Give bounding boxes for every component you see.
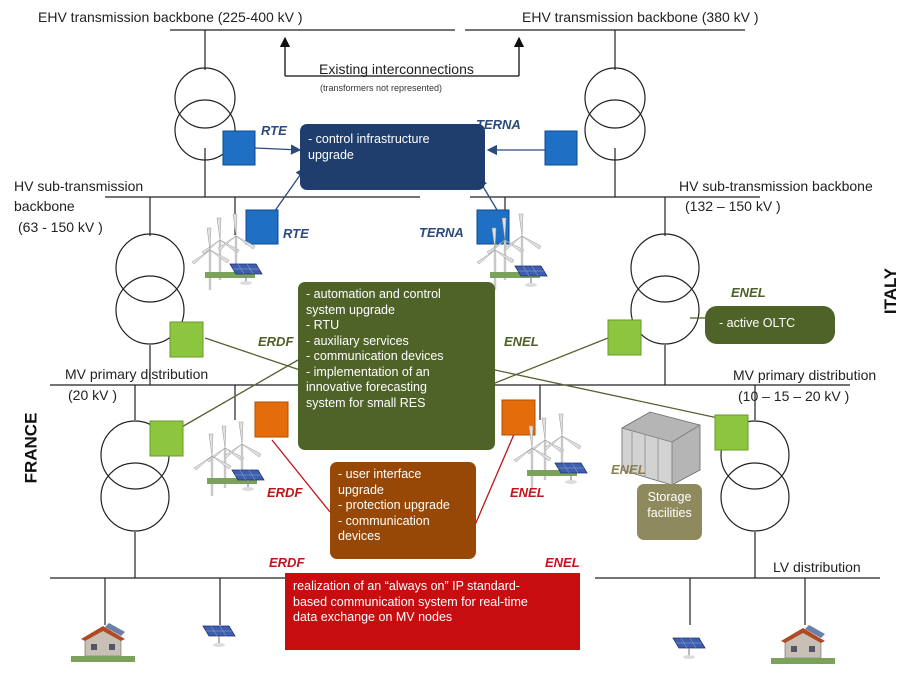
operator-erdf: ERDF [269, 555, 305, 570]
house-icon [70, 622, 136, 663]
operator-enel: ENEL [545, 555, 580, 570]
mv-left-label-1: MV primary distribution [65, 366, 209, 382]
operator-enel: ENEL [504, 334, 539, 349]
rtu-blue-rte-1 [222, 130, 256, 166]
res-cluster-icon [190, 212, 263, 292]
res-cluster-icon [512, 412, 588, 490]
storage-facilities-box: Storage facilities [637, 484, 702, 540]
active-oltc-box: - active OLTC [705, 306, 835, 344]
automation-upgrade-box: - automation and control system upgrade … [298, 282, 495, 450]
rtu-green-3 [149, 420, 184, 457]
solar-panel-icon [672, 637, 706, 660]
rtu-orange-1 [254, 401, 289, 438]
control-infrastructure-box: - control infrastructure upgrade [300, 124, 485, 190]
hv-left-label-3: (63 - 150 kV ) [18, 219, 103, 235]
hv-left-label-2: backbone [14, 198, 75, 214]
operator-enel: ENEL [731, 285, 766, 300]
mv-right-label-1: MV primary distribution [733, 367, 877, 383]
res-cluster-icon [192, 420, 265, 498]
hv-right-label-2: (132 – 150 kV ) [685, 198, 781, 214]
res-cluster-icon [475, 212, 548, 292]
user-interface-upgrade-box: - user interface upgrade - protection up… [330, 462, 476, 559]
operator-terna: TERNA [419, 225, 464, 240]
rtu-blue-terna-1 [544, 130, 578, 166]
solar-panel-icon [202, 625, 236, 648]
mv-left-label-2: (20 kV ) [68, 387, 118, 403]
rtu-green-1 [169, 321, 204, 358]
rtu-green-4 [714, 414, 749, 451]
lv-label: LV distribution [773, 559, 861, 575]
operator-enel: ENEL [510, 485, 545, 500]
operator-terna: TERNA [476, 117, 521, 132]
house-icon [770, 624, 836, 665]
rtu-orange-2 [501, 399, 536, 436]
ehv-right-label: EHV transmission backbone (380 kV ) [522, 9, 759, 25]
storage-container-icon [621, 411, 701, 486]
mv-right-label-2: (10 – 15 – 20 kV ) [738, 388, 850, 404]
hv-right-label-1: HV sub-transmission backbone [679, 178, 873, 194]
operator-rte: RTE [261, 123, 287, 138]
operator-enel: ENEL [611, 462, 646, 477]
rtu-blue-rte-2 [245, 209, 279, 245]
hv-left-label-1: HV sub-transmission [14, 178, 144, 194]
interconnections-label: Existing interconnections [319, 61, 474, 77]
ip-communication-box: realization of an “always on” IP standar… [285, 573, 580, 650]
rtu-green-2 [607, 319, 642, 356]
ehv-left-label: EHV transmission backbone (225-400 kV ) [38, 9, 303, 25]
country-italy: ITALY [881, 267, 901, 315]
operator-erdf: ERDF [258, 334, 294, 349]
country-france: FRANCE [21, 412, 41, 484]
interconnections-note: (transformers not represented) [320, 83, 443, 93]
operator-erdf: ERDF [267, 485, 303, 500]
rtu-blue-terna-2 [476, 209, 510, 245]
operator-rte: RTE [283, 226, 309, 241]
